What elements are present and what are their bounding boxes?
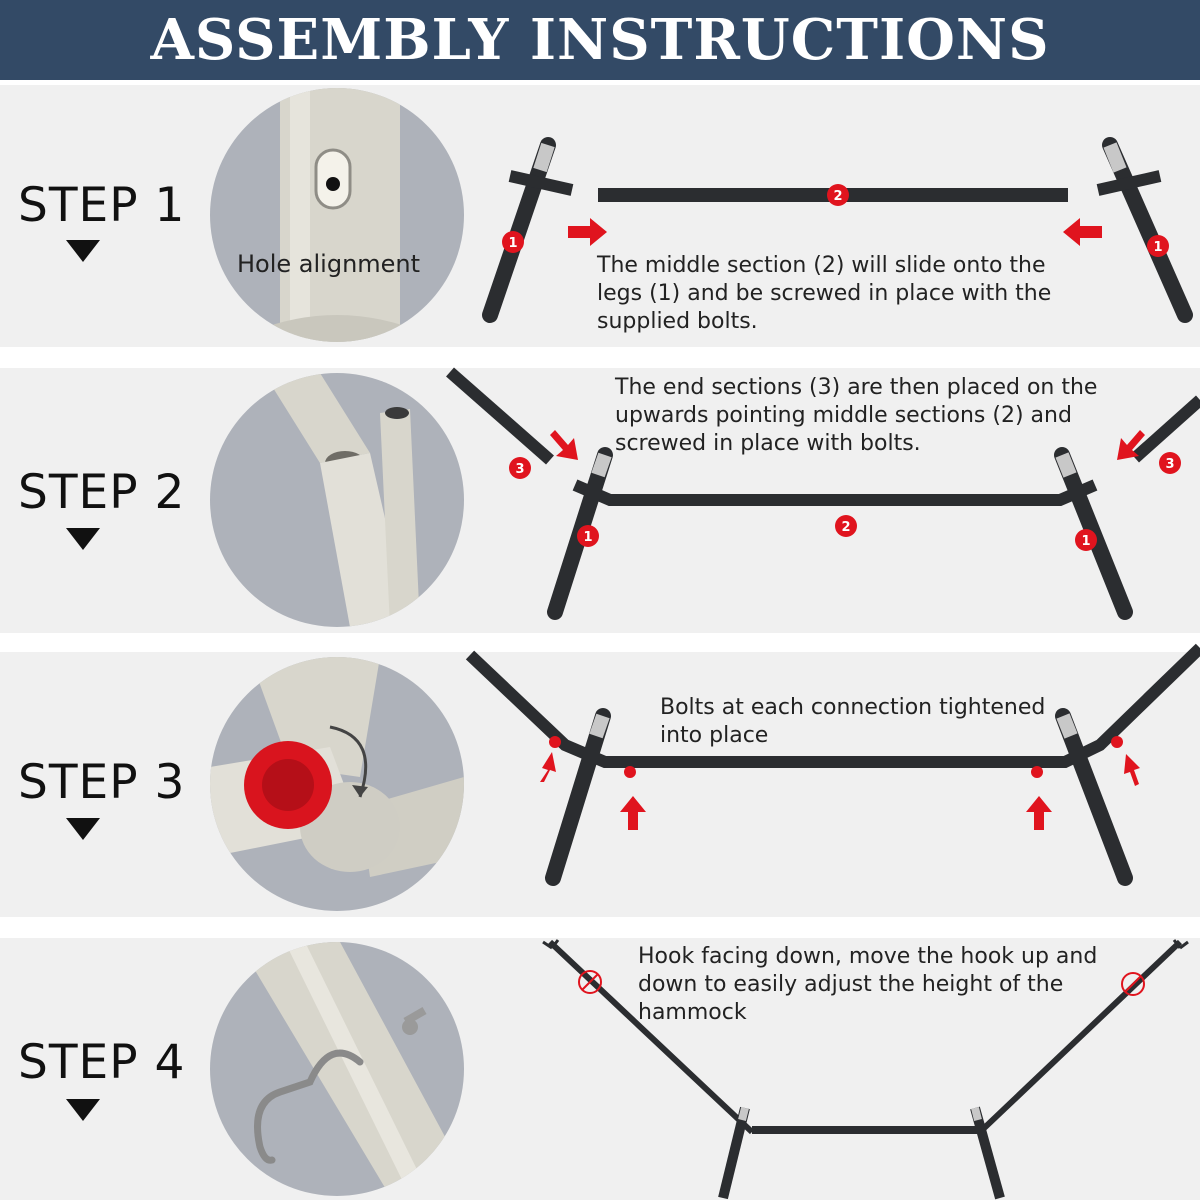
step-1-description: The middle section (2) will slide onto t…: [597, 253, 1052, 334]
step-1-panel: [0, 85, 1200, 347]
step-1-down-arrow-icon: [66, 240, 100, 262]
step-3-down-arrow-icon: [66, 818, 100, 840]
step-3-description: Bolts at each connection tightened into …: [660, 695, 1046, 748]
step-3-title: STEP 3: [18, 755, 186, 810]
step-4-title: STEP 4: [18, 1035, 186, 1090]
page-title: ASSEMBLY INSTRUCTIONS: [150, 7, 1050, 73]
hole-alignment-label: Hole alignment: [237, 250, 421, 278]
step-2-title: STEP 2: [18, 465, 186, 520]
step-4-down-arrow-icon: [66, 1099, 100, 1121]
step-1-detail-photo: [210, 88, 464, 342]
step-2-down-arrow-icon: [66, 528, 100, 550]
step-2-description: The end sections (3) are then placed on …: [615, 375, 1098, 456]
header-banner: ASSEMBLY INSTRUCTIONS: [0, 0, 1200, 80]
step-4-description: Hook facing down, move the hook up and d…: [638, 944, 1098, 1025]
step-4-detail-photo: [210, 942, 464, 1196]
step-2-detail-photo: [210, 373, 464, 627]
step-3-detail-photo: [210, 657, 464, 911]
step-1-title: STEP 1: [18, 178, 186, 233]
